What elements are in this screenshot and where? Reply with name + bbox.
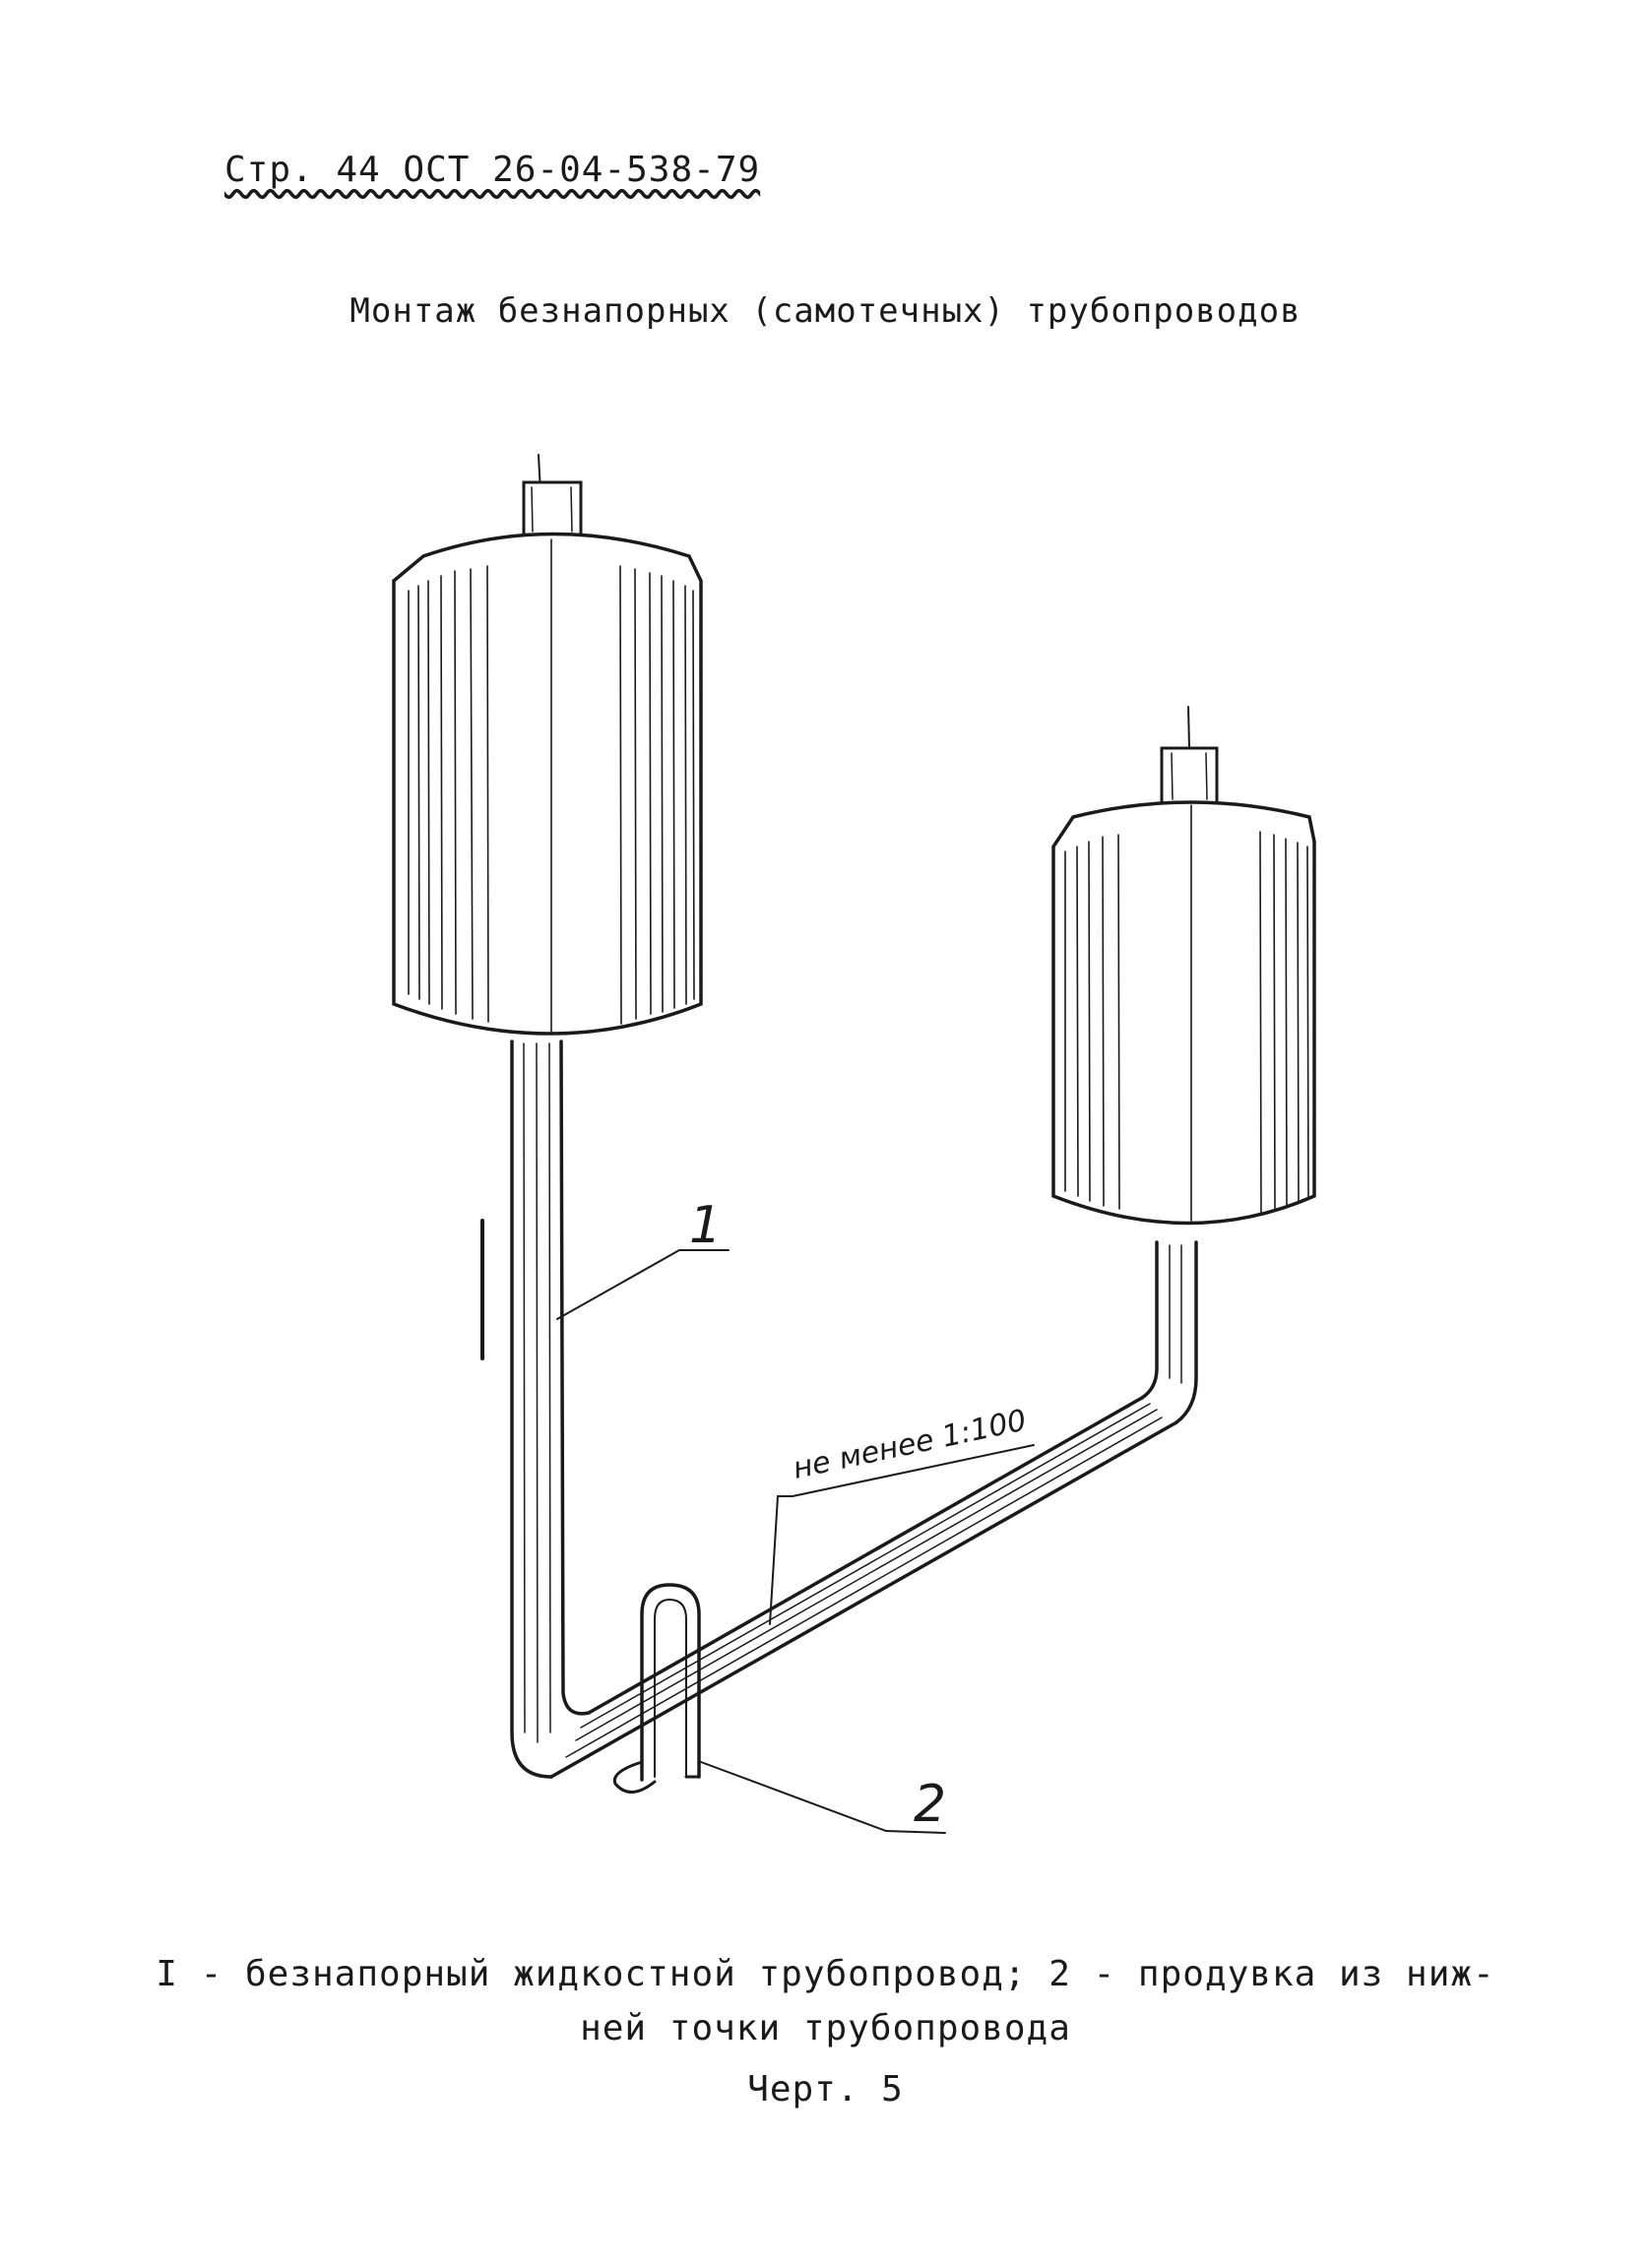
right-vessel (1051, 706, 1316, 1226)
slope-label: не менее 1:100 (790, 1403, 1029, 1485)
caption-line-2: ней точки трубопровода (580, 2008, 1071, 2048)
sloped-pipe (549, 1240, 1198, 1779)
page-title: Монтаж безнапорных (самотечных) трубопро… (349, 291, 1302, 331)
purge-loop (612, 1583, 701, 1794)
caption-line-1: I - безнапорный жидкостной трубопровод; … (156, 1954, 1495, 1994)
leader-line-slope (769, 1495, 794, 1625)
slope-underline (792, 1444, 1035, 1497)
left-vessel-hatching (408, 538, 695, 1035)
left-vessel (392, 454, 703, 1036)
label-1: 1 (689, 1196, 722, 1255)
left-vertical-pipe (510, 1040, 591, 1779)
label-2: 2 (914, 1775, 946, 1834)
page-header: Стр. 44 ОСТ 26-04-538-79 (224, 150, 761, 190)
figure-label: Черт. 5 (747, 2069, 904, 2110)
leader-line-2 (700, 1761, 946, 1834)
leader-line-1 (556, 1249, 730, 1320)
right-vessel-hatching (1064, 804, 1309, 1222)
